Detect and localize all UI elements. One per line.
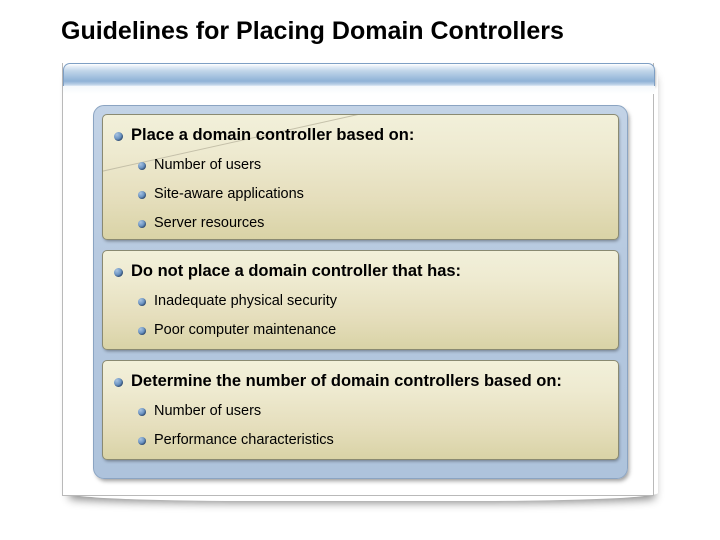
content-box-2: Do not place a domain controller that ha… [102, 250, 619, 350]
bullet-dot-icon [138, 191, 146, 199]
list-item: Site-aware applications [103, 174, 618, 203]
list-item: Number of users [103, 391, 618, 420]
list-item: Server resources [103, 203, 618, 232]
bullet-dot-icon [114, 268, 123, 277]
box-3-item-2: Performance characteristics [154, 432, 334, 448]
box-1-item-2: Site-aware applications [154, 186, 304, 202]
bullet-dot-icon [138, 162, 146, 170]
box-2-item-1: Inadequate physical security [154, 293, 337, 309]
box-3-item-1: Number of users [154, 403, 262, 419]
list-item: Inadequate physical security [103, 281, 618, 310]
content-card: Place a domain controller based on: Numb… [62, 63, 658, 501]
inner-panel: Place a domain controller based on: Numb… [93, 105, 628, 479]
bullet-dot-icon [138, 327, 146, 335]
box-1-heading-row: Place a domain controller based on: [103, 115, 618, 145]
bullet-dot-icon [114, 378, 123, 387]
list-item: Poor computer maintenance [103, 310, 618, 339]
bullet-dot-icon [138, 437, 146, 445]
content-box-1: Place a domain controller based on: Numb… [102, 114, 619, 240]
box-2-heading-row: Do not place a domain controller that ha… [103, 251, 618, 281]
bullet-dot-icon [138, 298, 146, 306]
box-1-item-1: Number of users [154, 157, 262, 173]
bullet-dot-icon [138, 408, 146, 416]
box-1-item-3: Server resources [154, 215, 265, 231]
card-header-bar [63, 63, 655, 86]
box-1-heading: Place a domain controller based on: [131, 126, 415, 144]
box-3-heading: Determine the number of domain controlle… [131, 372, 562, 390]
card-header-underline [63, 86, 655, 94]
box-2-heading: Do not place a domain controller that ha… [131, 262, 462, 280]
content-box-3: Determine the number of domain controlle… [102, 360, 619, 460]
bullet-dot-icon [138, 220, 146, 228]
bullet-dot-icon [114, 132, 123, 141]
list-item: Number of users [103, 145, 618, 174]
page-title: Guidelines for Placing Domain Controller… [61, 17, 564, 45]
card-body: Place a domain controller based on: Numb… [62, 63, 655, 496]
box-2-item-2: Poor computer maintenance [154, 322, 337, 338]
list-item: Performance characteristics [103, 420, 618, 449]
box-3-heading-row: Determine the number of domain controlle… [103, 361, 618, 391]
